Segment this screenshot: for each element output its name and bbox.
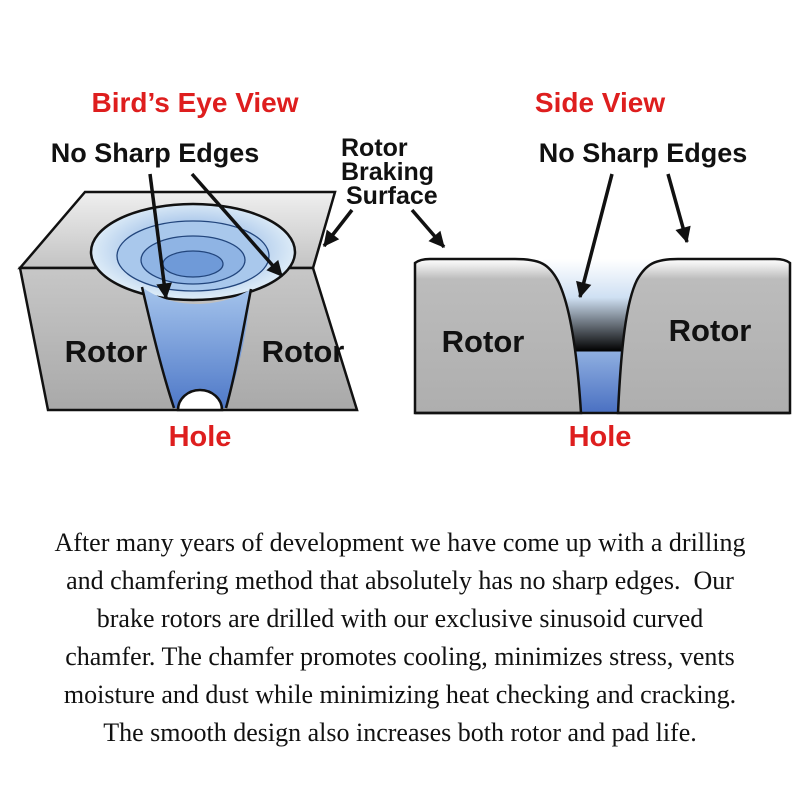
braking-surface-line-2: Braking <box>341 158 434 186</box>
arrow-no-sharp-edges-left-2-icon <box>190 172 284 278</box>
rotor-diagram: Rotor Rotor Rotor Rotor Bird’s Eye View … <box>17 87 792 453</box>
description-line: The smooth design also increases both ro… <box>103 718 697 747</box>
hole-channel <box>142 287 251 408</box>
side-rotor-right-label: Rotor <box>669 313 752 348</box>
arrow-braking-surface-to-side-view-icon <box>410 208 446 249</box>
side-rotor-left-block <box>413 257 583 415</box>
braking-surface-line-1: Rotor <box>341 134 408 162</box>
braking-surface-line-3: Surface <box>346 182 438 210</box>
description-line: After many years of development we have … <box>54 528 746 557</box>
side-rotor-left-label: Rotor <box>442 324 525 359</box>
hole-exit-notch <box>176 388 224 412</box>
no-sharp-edges-left-label: No Sharp Edges <box>51 138 260 168</box>
description-line: brake rotors are drilled with our exclus… <box>96 604 704 633</box>
chamfer-ring-3 <box>162 250 224 278</box>
side-view-title: Side View <box>535 87 665 118</box>
hole-channel-left-edge <box>140 286 176 409</box>
hole-channel-right-edge <box>224 288 253 409</box>
arrow-no-sharp-edges-right-1-icon <box>576 173 614 299</box>
description-line: chamfer. The chamfer promotes cooling, m… <box>65 642 735 671</box>
side-view-diagram: Rotor Rotor <box>413 257 792 415</box>
birds-eye-hole-label: Hole <box>169 421 232 453</box>
arrow-no-sharp-edges-left-1-icon <box>148 173 172 300</box>
birds-eye-rotor-left-label: Rotor <box>65 334 148 369</box>
side-rotor-right-block <box>616 257 792 415</box>
birds-eye-rotor-right-label: Rotor <box>262 334 345 369</box>
arrow-no-sharp-edges-right-2-icon <box>666 173 691 244</box>
birds-eye-title: Bird’s Eye View <box>92 87 299 118</box>
arrow-braking-surface-to-birds-eye-icon <box>322 208 354 248</box>
description-paragraph: After many years of development we have … <box>0 524 800 752</box>
description-line: moisture and dust while minimizing heat … <box>63 680 737 709</box>
no-sharp-edges-right-label: No Sharp Edges <box>539 138 748 168</box>
description-line: and chamfering method that absolutely ha… <box>66 566 734 595</box>
side-view-hole-label: Hole <box>569 421 632 453</box>
birds-eye-diagram: Rotor Rotor <box>17 190 359 412</box>
rotor-braking-surface-label: Rotor Braking Surface <box>341 134 438 210</box>
